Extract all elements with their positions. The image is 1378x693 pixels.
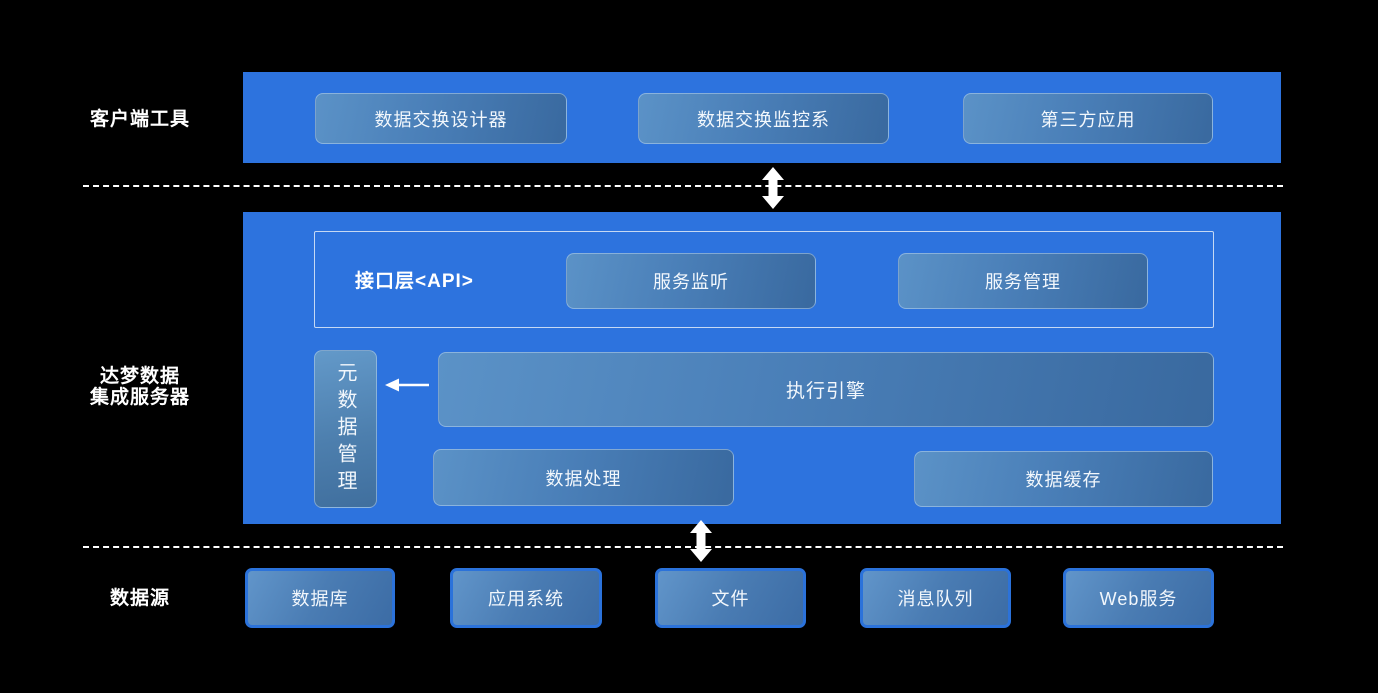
data-cache-button[interactable]: 数据缓存 — [914, 451, 1213, 507]
data-processing-button[interactable]: 数据处理 — [433, 449, 734, 506]
server-label-line2: 集成服务器 — [89, 387, 190, 408]
vertical-exchange-arrow-icon — [762, 167, 784, 209]
service-listen-button[interactable]: 服务监听 — [566, 253, 816, 309]
client-tool-button-monitor[interactable]: 数据交换监控系 — [638, 93, 889, 144]
source-application-button[interactable]: 应用系统 — [450, 568, 602, 628]
api-layer-box: 接口层<API> 服务监听 服务管理 — [314, 231, 1214, 328]
client-tool-button-designer[interactable]: 数据交换设计器 — [315, 93, 567, 144]
api-layer-title: 接口层<API> — [355, 271, 474, 292]
data-sources-label: 数据源 — [109, 588, 170, 609]
server-label: 达梦数据 集成服务器 — [70, 366, 210, 408]
source-web-service-button[interactable]: Web服务 — [1063, 568, 1214, 628]
execution-engine-button[interactable]: 执行引擎 — [438, 352, 1214, 427]
metadata-link-arrow-icon — [385, 378, 429, 392]
server-label-line1: 达梦数据 — [99, 366, 180, 387]
client-tools-label: 客户端工具 — [89, 109, 190, 130]
client-tools-band: 数据交换设计器 数据交换监控系 第三方应用 — [243, 72, 1281, 163]
metadata-management-label: 元数据管理 — [334, 361, 356, 497]
source-message-queue-button[interactable]: 消息队列 — [860, 568, 1011, 628]
source-database-button[interactable]: 数据库 — [245, 568, 395, 628]
separator-dashed-line-top — [83, 185, 1283, 187]
metadata-management-box[interactable]: 元数据管理 — [314, 350, 377, 508]
vertical-exchange-arrow-icon-bottom — [690, 520, 712, 562]
source-file-button[interactable]: 文件 — [655, 568, 806, 628]
server-band: 接口层<API> 服务监听 服务管理 元数据管理 执行引擎 数据处理 数据缓存 — [243, 212, 1281, 524]
client-tool-button-thirdparty[interactable]: 第三方应用 — [963, 93, 1213, 144]
service-manage-button[interactable]: 服务管理 — [898, 253, 1148, 309]
separator-dashed-line-bottom — [83, 546, 1283, 548]
